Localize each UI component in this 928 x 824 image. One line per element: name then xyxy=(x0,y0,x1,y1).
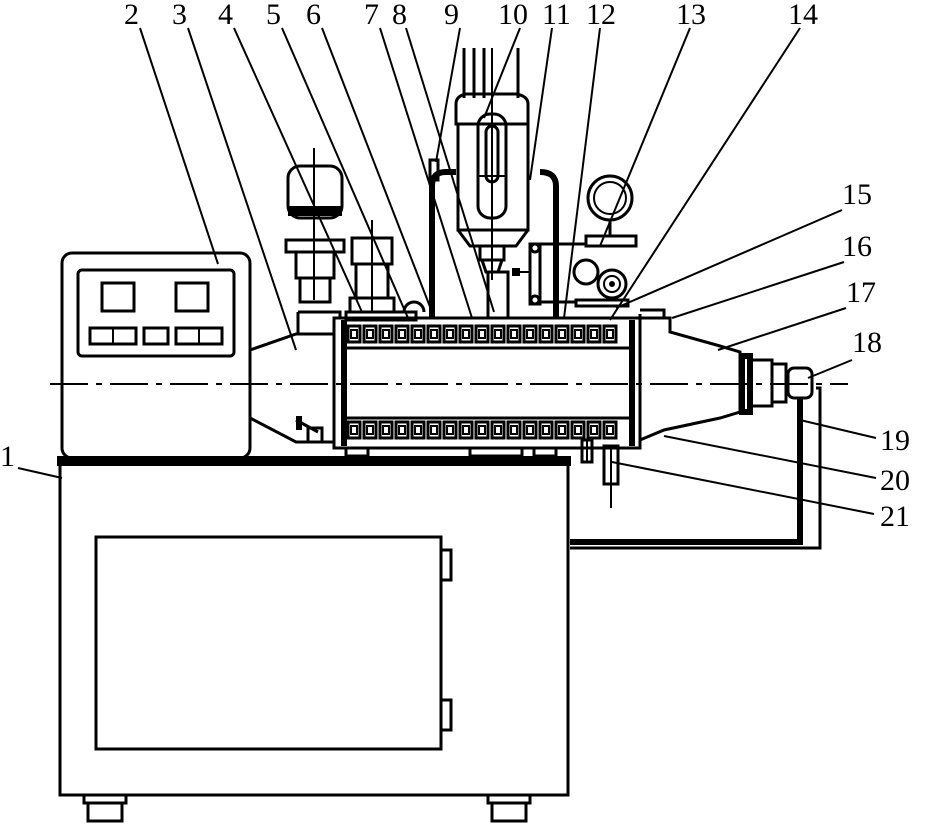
label-18: 18 xyxy=(852,326,882,359)
right-end-cap xyxy=(638,308,814,442)
labels: 1 2 3 4 5 6 7 8 9 10 11 12 13 14 15 16 1… xyxy=(0,0,910,533)
label-10: 10 xyxy=(498,0,528,31)
hopper-assembly xyxy=(428,48,559,320)
label-2: 2 xyxy=(124,0,139,31)
label-11: 11 xyxy=(542,0,571,31)
cooling-line xyxy=(570,386,822,550)
left-end-cap xyxy=(249,312,336,444)
label-19: 19 xyxy=(880,424,910,457)
label-3: 3 xyxy=(172,0,187,31)
label-14: 14 xyxy=(788,0,818,31)
control-box xyxy=(60,251,252,460)
leader-lines xyxy=(17,27,877,515)
base-cabinet xyxy=(57,456,571,823)
label-13: 13 xyxy=(676,0,706,31)
pressure-gauge xyxy=(540,174,638,308)
label-21: 21 xyxy=(880,500,910,533)
label-15: 15 xyxy=(842,178,872,211)
label-8: 8 xyxy=(392,0,407,31)
label-1: 1 xyxy=(0,440,15,473)
label-16: 16 xyxy=(842,230,872,263)
label-17: 17 xyxy=(846,276,876,309)
label-12: 12 xyxy=(586,0,616,31)
label-4: 4 xyxy=(218,0,233,31)
label-6: 6 xyxy=(306,0,321,31)
label-9: 9 xyxy=(444,0,459,31)
label-5: 5 xyxy=(266,0,281,31)
label-20: 20 xyxy=(880,464,910,497)
furnace-tube xyxy=(332,316,642,458)
label-7: 7 xyxy=(364,0,379,31)
left-motor-assembly xyxy=(284,148,426,322)
drain-probe xyxy=(580,438,620,508)
